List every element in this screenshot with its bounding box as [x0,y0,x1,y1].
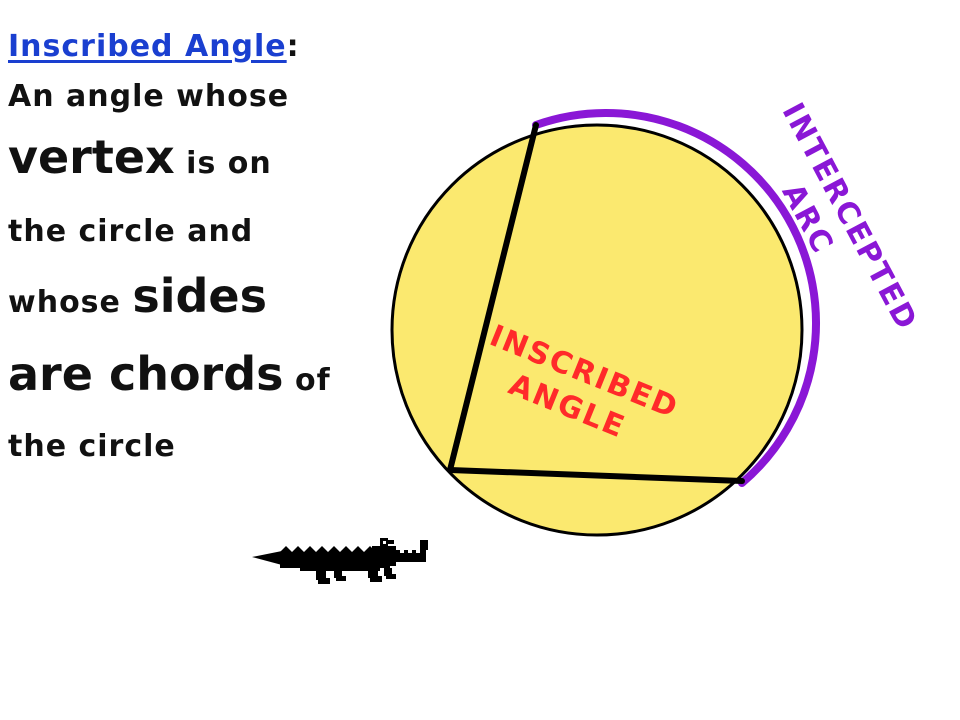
alligator-details [383,541,420,553]
alligator-icon [252,538,428,584]
definition-line-2: An angle whose [8,79,290,114]
definition-line-6: are chords of [8,340,408,419]
definition-title-line: Inscribed Angle: [8,24,408,70]
word-sides: sides [132,269,267,323]
definition-line-6-rest: of [283,363,331,398]
definition-line-4: the circle and [8,214,254,249]
definition-line-7: the circle [8,429,176,464]
intercepted-arc [532,108,820,487]
term-colon: : [286,29,300,64]
term-inscribed-angle[interactable]: Inscribed Angle [8,29,287,64]
definition-line-5-small: whose [8,285,133,320]
definition-line-5: whose sides [8,263,408,340]
chord-bottom [447,467,745,484]
definition-line-3: vertex is on [8,124,408,201]
circle [390,123,804,537]
words-are-chords: are chords [8,347,284,401]
definition-text: Inscribed Angle: An angle whose vertex i… [8,24,408,475]
definition-line-3-rest: is on [174,146,272,181]
chord-top [447,122,539,473]
word-vertex: vertex [8,130,175,184]
